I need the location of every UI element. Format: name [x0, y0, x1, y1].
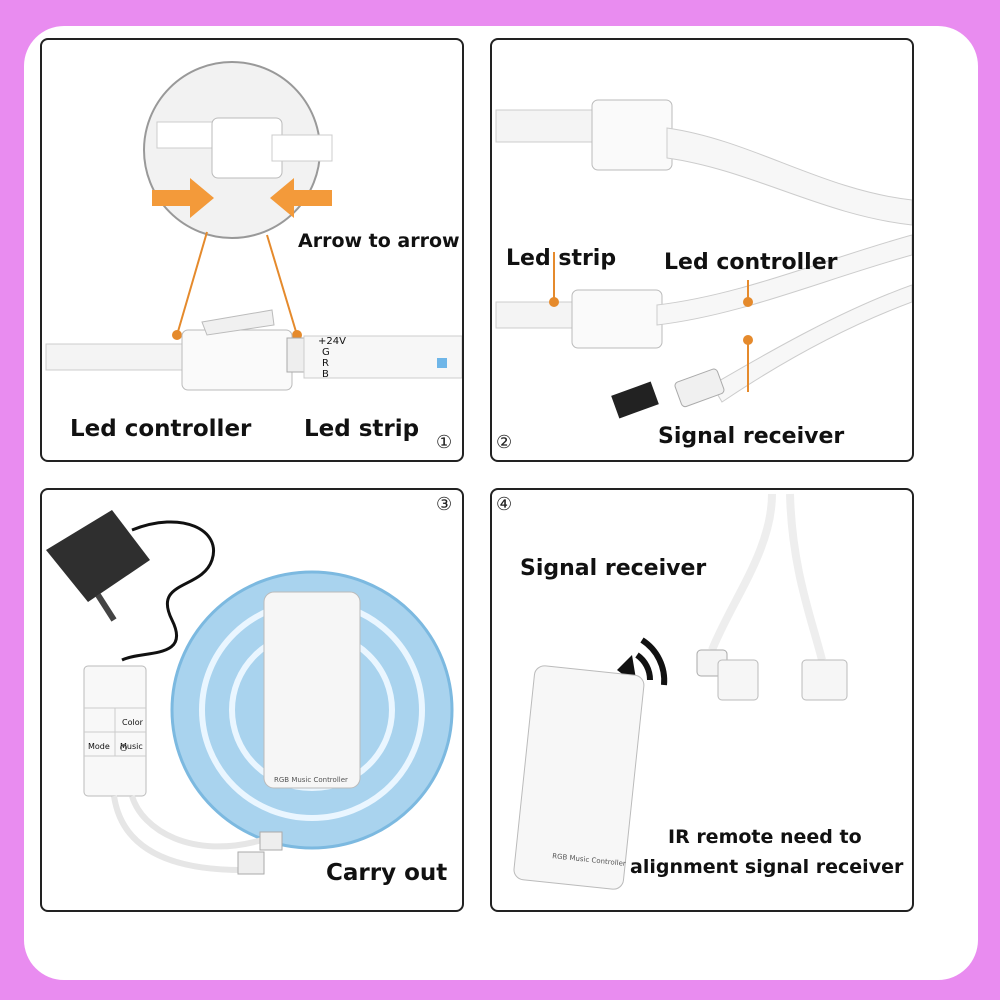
remote-control [263, 591, 361, 789]
kit-illustration [46, 510, 454, 875]
step-number-3: ③ [436, 494, 453, 514]
remote-alignment-illustration [513, 493, 848, 890]
remote-caption: RGB Music Controller [274, 776, 348, 784]
led-controller-label: Led controller [664, 250, 838, 275]
arrow-to-arrow-label: Arrow to arrow [298, 230, 460, 252]
note-line-2: alignment signal receiver [630, 856, 904, 878]
pin-label-r: R [322, 358, 329, 369]
pin-label-24v: +24V [318, 336, 346, 347]
panel-step-4: Signal receiver RGB Music Controller IR … [490, 488, 914, 912]
led-strip-label: Led strip [304, 416, 420, 442]
remote-control [513, 665, 645, 890]
step-number-4: ④ [496, 494, 513, 514]
note-line-1: IR remote need to [668, 826, 862, 848]
left-arrow-icon [270, 178, 332, 218]
connector-illustration-2 [495, 99, 912, 419]
signal-receiver-label: Signal receiver [520, 556, 707, 581]
panel-step-1: Arrow to arrow +24V G R B Led controller… [40, 38, 464, 462]
right-arrow-icon [152, 178, 214, 218]
power-adapter [46, 510, 150, 602]
music-button-label: Music [120, 742, 143, 751]
led-controller-label: Led controller [70, 416, 252, 442]
signal-receiver-label: Signal receiver [658, 424, 845, 449]
pin-label-g: G [322, 347, 330, 358]
color-button-label: Color [122, 718, 143, 727]
led-strip-label: Led strip [506, 246, 617, 271]
carry-out-label: Carry out [326, 860, 448, 886]
pin-label-b: B [322, 369, 329, 380]
power-icon: ⏻ [120, 744, 128, 754]
connector-illustration-1 [45, 61, 462, 391]
step-number-1: ① [436, 432, 453, 452]
panel-step-2: Led strip Led controller Signal receiver… [490, 38, 914, 462]
step-number-2: ② [496, 432, 513, 452]
mode-button-label: Mode [88, 742, 110, 751]
panel-step-3: ⏻ Color Mode Music RGB Music Controller … [40, 488, 464, 912]
